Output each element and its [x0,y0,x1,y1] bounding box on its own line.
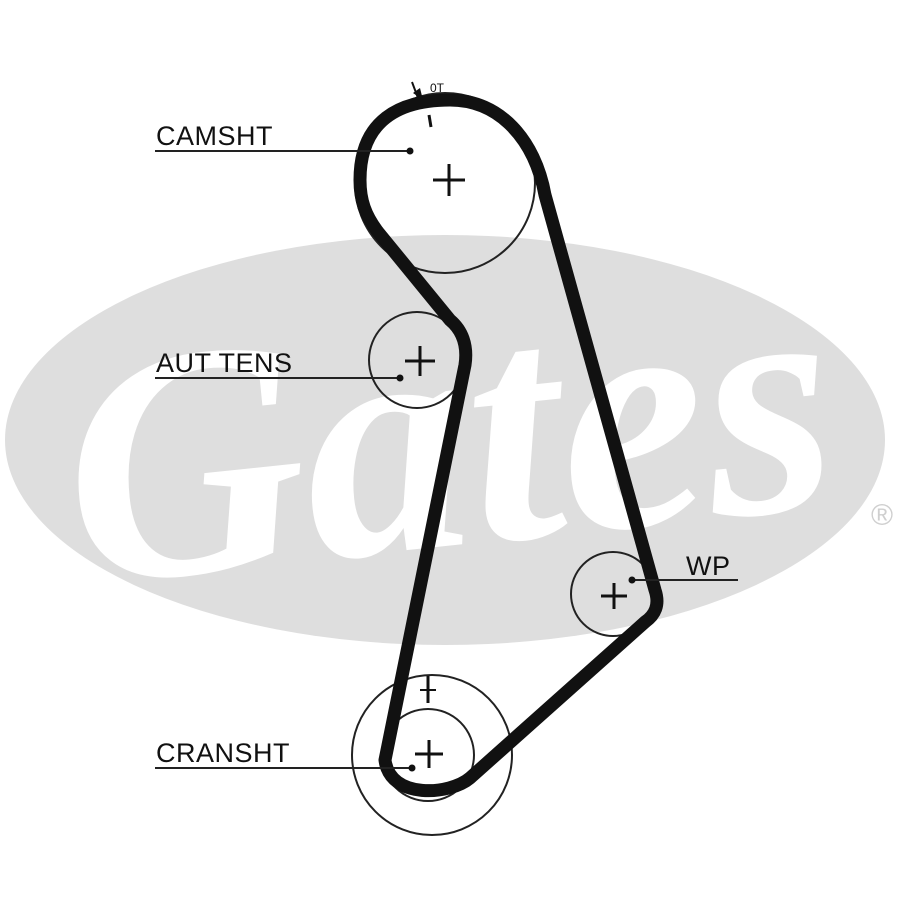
crankshaft-label: CRANSHT [156,738,290,768]
camshaft-center-cross-icon [433,164,465,196]
tensioner-center-cross-icon [405,346,435,376]
camshaft-label: CAMSHT [156,121,273,151]
timing-marks [420,114,436,703]
leader-lines [155,150,738,769]
tdc-indicator: 0T [411,81,445,100]
camshaft-timing-mark [427,114,433,128]
pulley-centers [405,164,627,768]
watermark-registered-mark: ® [871,499,893,532]
auto-tensioner-label: AUT TENS [156,348,293,378]
crankshaft-outer-ring [351,674,513,836]
timing-belt [353,93,664,798]
tdc-arrow-head-icon [413,88,423,100]
water-pump-center-cross-icon [601,583,627,609]
tdc-label: 0T [430,81,445,95]
leader-dots [396,147,636,772]
water-pump-label: WP [686,551,731,581]
crankshaft-center-cross-icon [415,740,443,768]
